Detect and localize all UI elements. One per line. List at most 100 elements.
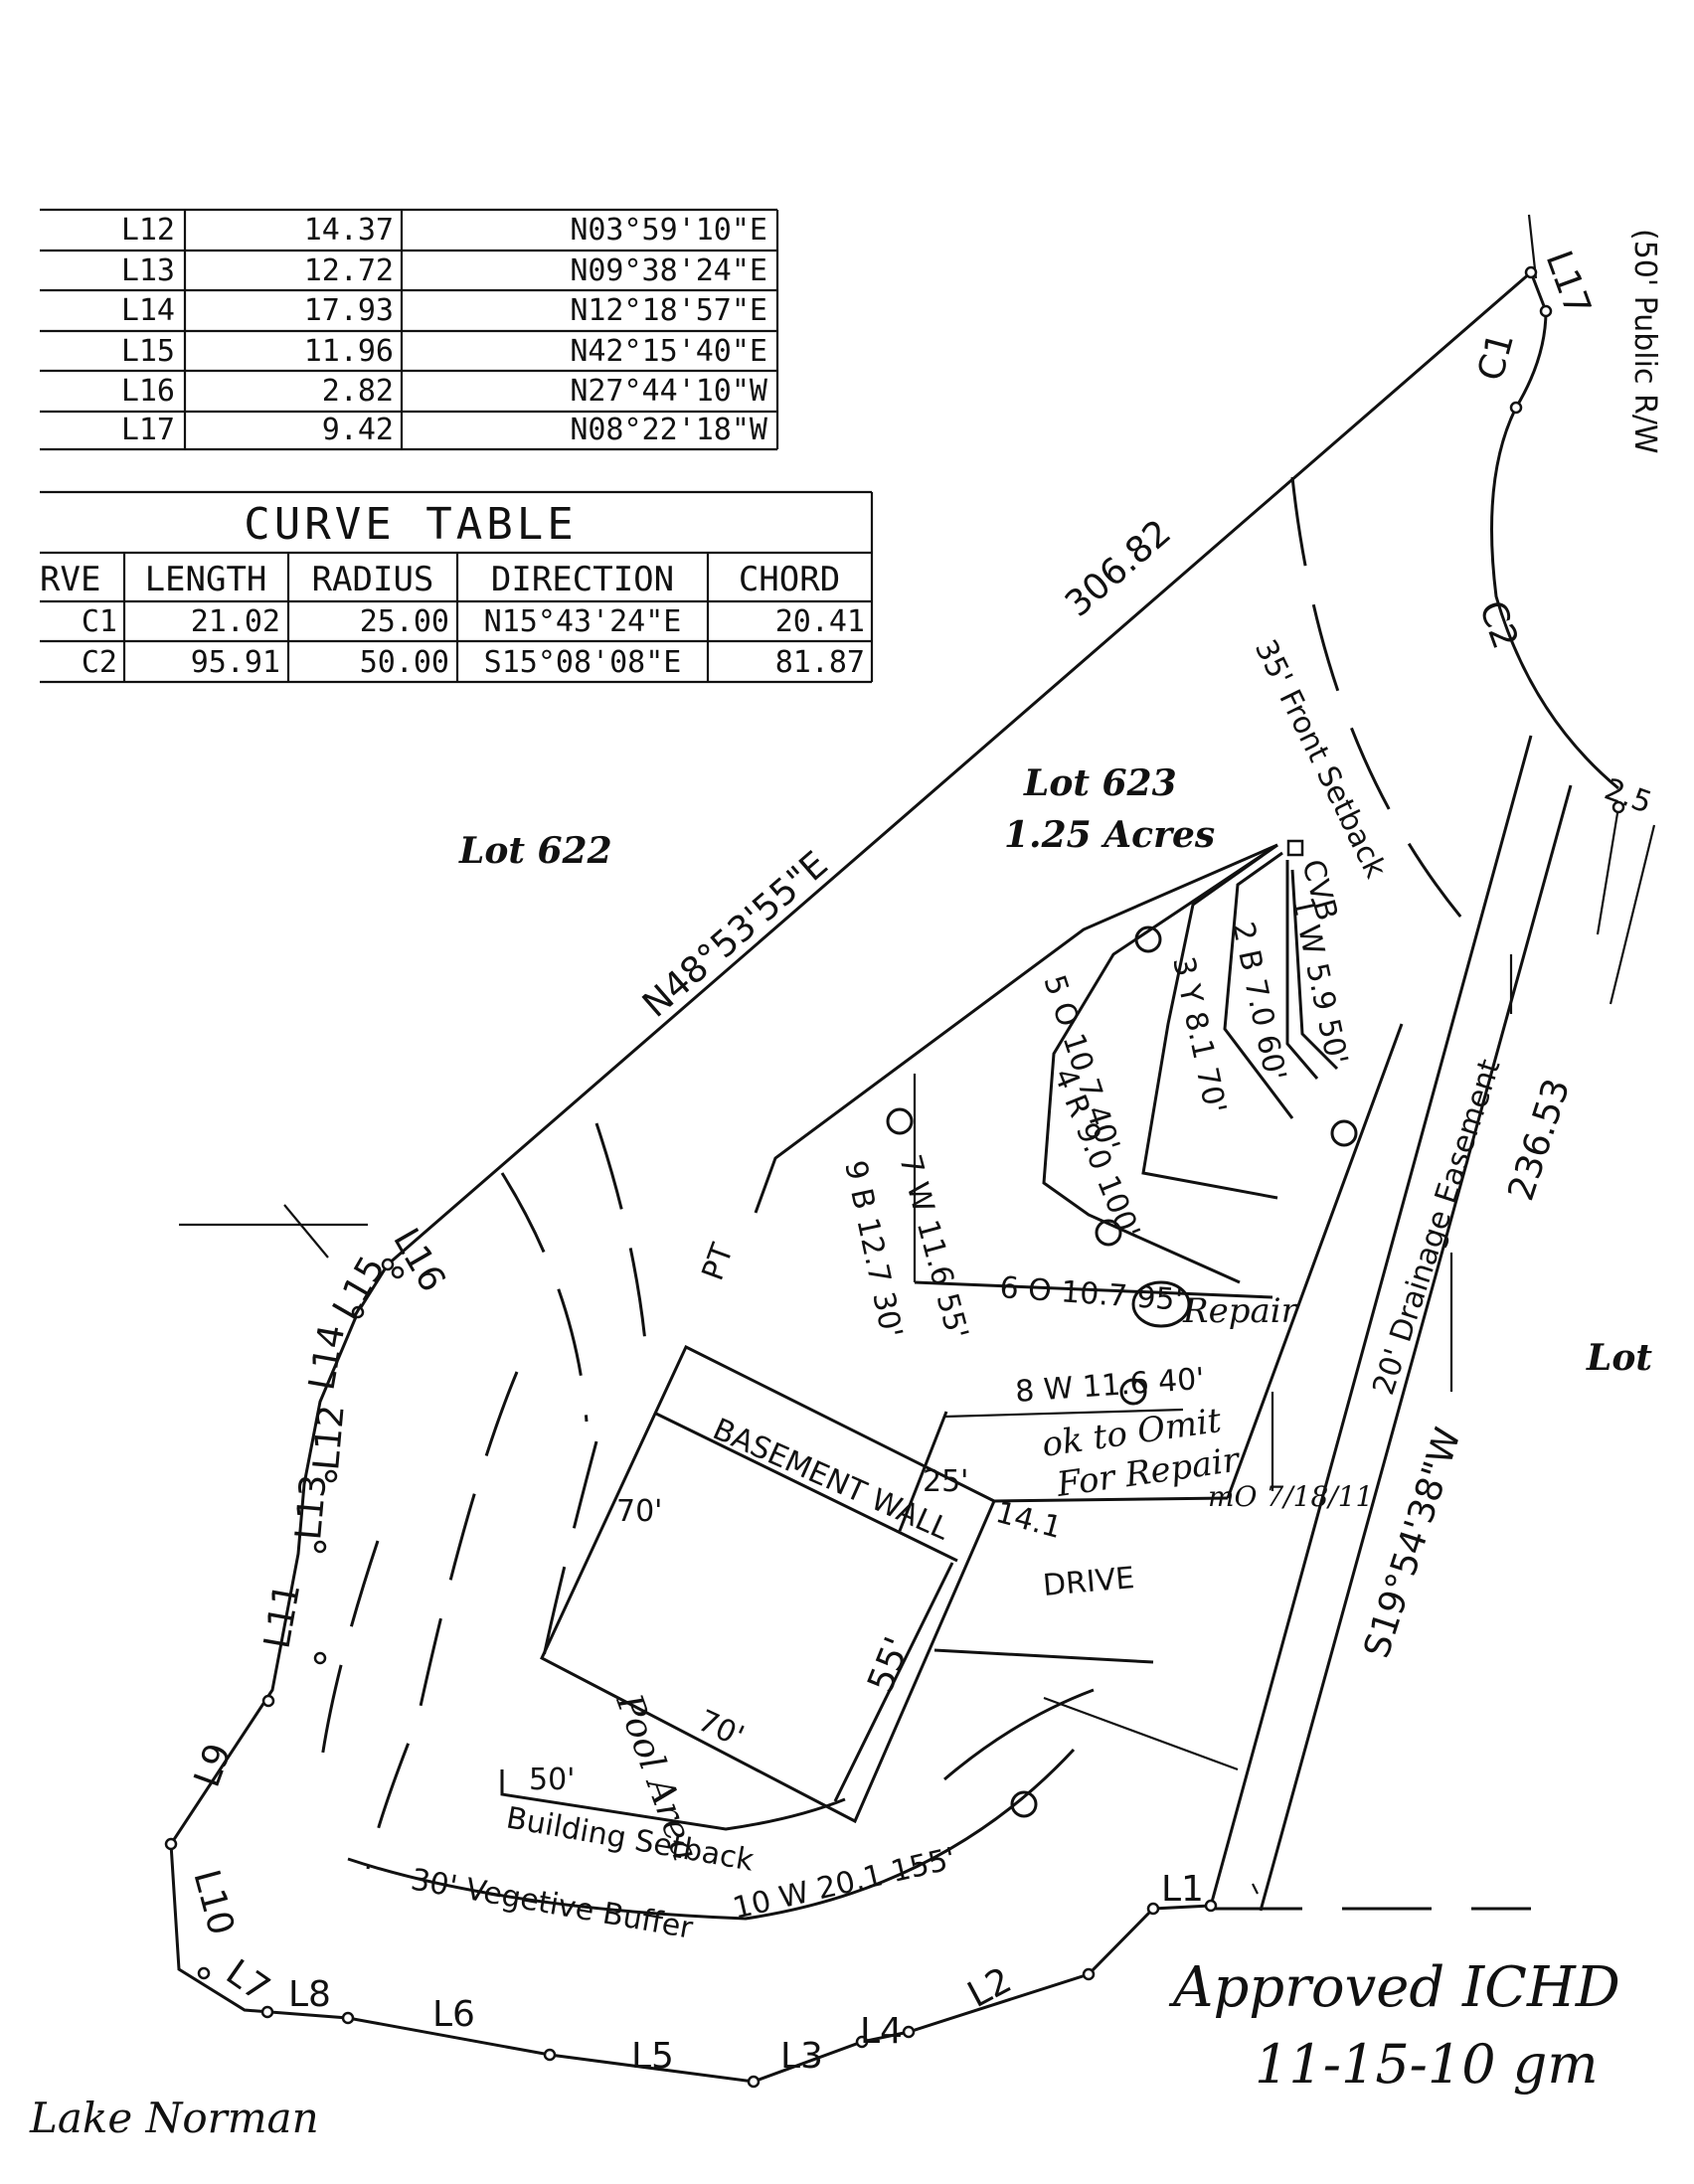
segment-label: L4 xyxy=(860,2011,903,2052)
segment-label: L8 xyxy=(288,1974,331,2015)
septic-line-label: 8 W 11.6 40' xyxy=(1014,1362,1206,1410)
curve-table-header: DIRECTION xyxy=(491,560,674,599)
line-table-cell: L12 xyxy=(121,213,175,248)
line-table-cell: L13 xyxy=(121,253,175,288)
marker-circle xyxy=(1095,1219,1122,1247)
line-table-cell: 9.42 xyxy=(322,413,394,447)
pt-label: PT xyxy=(696,1239,742,1285)
front-setback-label: 35' Front Setback xyxy=(1248,634,1394,884)
segment-label: L7 xyxy=(219,1952,277,2010)
segment-label: C2 xyxy=(1471,595,1526,654)
segment-label: L3 xyxy=(780,2036,823,2077)
curve-table-cell: 50.00 xyxy=(360,645,449,680)
curve-table-cell: C2 xyxy=(82,645,117,680)
segment-label: L9 xyxy=(187,1739,240,1792)
septic-line-label: 3 Y 8.1 70' xyxy=(1165,953,1233,1116)
curve-table-cell: 25.00 xyxy=(360,604,449,639)
lot-623-label: Lot 623 xyxy=(1023,762,1177,804)
curve-table-cell: C1 xyxy=(82,604,117,639)
repair-circle xyxy=(1131,1280,1191,1328)
septic-line-label: 2 B 7.0 60' xyxy=(1225,919,1292,1084)
row-label: (50' Public R/W xyxy=(1627,229,1662,454)
east-length-label: 236.53 xyxy=(1501,1074,1579,1205)
line-table-cell: L16 xyxy=(121,374,175,409)
lake-norman-label: Lake Norman xyxy=(29,2094,319,2142)
segment-label: L11 xyxy=(256,1581,308,1652)
line-table-cell: L14 xyxy=(121,293,175,328)
segment-label: L13 xyxy=(288,1473,335,1542)
line-table-cell: L17 xyxy=(121,413,175,447)
septic-line-label: 1 W 5.9 50' xyxy=(1284,894,1354,1068)
segment-label: L5 xyxy=(631,2036,674,2077)
line-table-cell: N03°59'10"E xyxy=(570,213,767,248)
line-table-cell: 12.72 xyxy=(304,253,394,288)
marker-circle xyxy=(1119,1378,1147,1406)
marker-circle xyxy=(1134,925,1162,953)
dimension-14-1: 14.1 xyxy=(992,1495,1066,1546)
line-table-cell: 14.37 xyxy=(304,213,394,248)
curve-table-title: CURVE TABLE xyxy=(244,499,577,550)
house-dimension-bottom: 70' xyxy=(693,1704,750,1755)
survey-points xyxy=(164,265,1625,2089)
setback-lines xyxy=(316,476,1473,1921)
segment-label: L16 xyxy=(385,1222,452,1299)
line-table-cell: N42°15'40"E xyxy=(570,334,767,369)
line-table-cell: N09°38'24"E xyxy=(570,253,767,288)
basement-wall-label: BASEMENT WALL xyxy=(708,1412,955,1547)
line-table-cell: 17.93 xyxy=(304,293,394,328)
curve-table-header: RADIUS xyxy=(312,560,434,599)
curve-table-header: LENGTH xyxy=(145,560,267,599)
line-table-cell: 2.82 xyxy=(322,374,394,409)
septic-line-label: 6 O 10.7 95' xyxy=(998,1270,1184,1318)
segment-label: L10 xyxy=(185,1866,242,1939)
lot-622-label: Lot 622 xyxy=(458,830,612,872)
line-table-cell: N12°18'57"E xyxy=(570,293,767,328)
curve-table-cell: 21.02 xyxy=(191,604,280,639)
septic-line-label: 10 W 20.1 155' xyxy=(730,1841,959,1927)
marker-circle xyxy=(1330,1119,1358,1147)
drainage-easement-label: 20' Drainage Easement xyxy=(1366,1055,1507,1399)
segment-label: L6 xyxy=(432,1994,475,2035)
lot-right-label: Lot xyxy=(1586,1337,1652,1379)
segment-label: L2 xyxy=(961,1960,1018,2016)
dimension-2-5: 2.5 xyxy=(1600,772,1656,821)
north-bearing-label: N48°53'55"E xyxy=(635,844,836,1026)
curve-table-cell: 81.87 xyxy=(775,645,865,680)
repair-note: Repair xyxy=(1182,1291,1299,1331)
septic-line-label: 9 B 12.7 30' xyxy=(837,1157,909,1341)
drive-dimension-25: 25' xyxy=(923,1464,968,1499)
curve-table-cell: 95.91 xyxy=(191,645,280,680)
north-length-label: 306.82 xyxy=(1058,512,1179,625)
line-table-cell: N27°44'10"W xyxy=(570,374,768,409)
house-footprint xyxy=(540,1023,1404,1824)
curve-table-header: RVE xyxy=(40,560,100,599)
line-table-cell: L15 xyxy=(121,334,175,369)
initials-date-note: mO 7/18/11 xyxy=(1208,1480,1373,1513)
property-boundary xyxy=(169,214,1656,2084)
line-table-cell: N08°22'18"W xyxy=(570,413,768,447)
curve-table-cell: 20.41 xyxy=(775,604,865,639)
line-table: L12 14.37 N03°59'10"E L13 12.72 N09°38'2… xyxy=(40,208,779,451)
house-dimension-top: 70' xyxy=(616,1494,662,1529)
marker-circle xyxy=(1010,1790,1038,1818)
line-table-cell: 11.96 xyxy=(304,334,394,369)
curve-table: CURVE TABLE RVE LENGTH RADIUS DIRECTION … xyxy=(40,490,874,684)
east-bearing-label: S19°54'38"W xyxy=(1357,1424,1469,1663)
marker-circle xyxy=(886,1107,914,1135)
building-setback-label: Building Setback xyxy=(504,1800,758,1878)
house-dimension-depth: 55' xyxy=(860,1631,919,1698)
lot-623-area: 1.25 Acres xyxy=(1004,814,1215,856)
approval-stamp: Approved ICHD xyxy=(1168,1955,1620,2020)
segment-label: L14 xyxy=(301,1322,353,1394)
curve-table-cell: S15°08'08"E xyxy=(484,645,682,680)
curve-table-cell: N15°43'24"E xyxy=(484,604,682,639)
segment-label: C1 xyxy=(1470,328,1522,385)
segment-label: L12 xyxy=(306,1404,353,1472)
approval-date: 11-15-10 gm xyxy=(1255,2033,1599,2096)
curve-table-header: CHORD xyxy=(739,560,840,599)
septic-field xyxy=(754,839,1339,1299)
building-setback-distance: 50' xyxy=(529,1763,575,1797)
vegetive-buffer-label: 30' Vegetive Buffer xyxy=(409,1862,696,1945)
segment-label: L1 xyxy=(1161,1869,1204,1910)
